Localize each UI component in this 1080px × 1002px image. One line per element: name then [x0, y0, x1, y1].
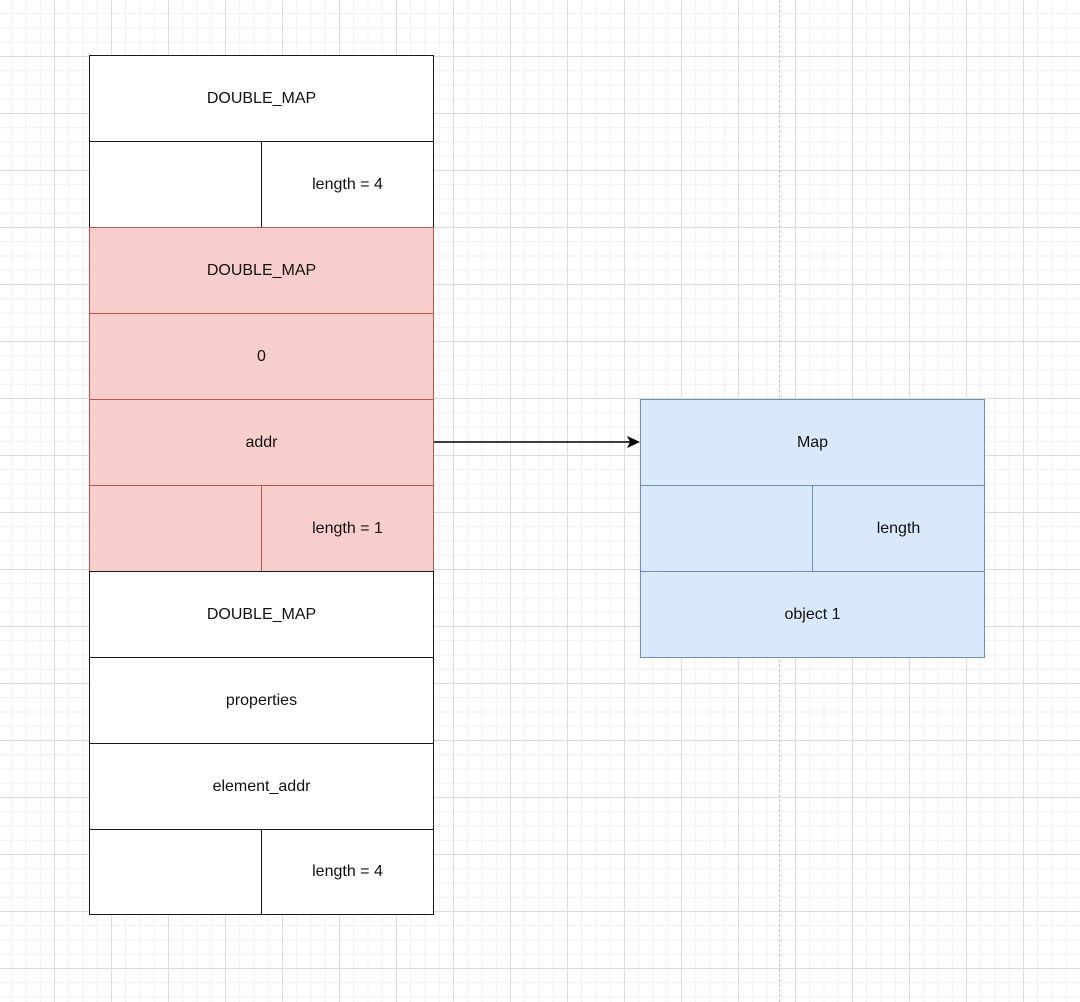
left-cell-length-4-top[interactable]: length = 4: [261, 141, 434, 228]
left-cell-double-map-fake[interactable]: DOUBLE_MAP: [89, 227, 434, 314]
left-cell-addr[interactable]: addr: [89, 399, 434, 486]
arrow-head-icon: [627, 436, 640, 448]
left-cell-length-1[interactable]: length = 1: [261, 485, 434, 572]
left-cell-zero[interactable]: 0: [89, 313, 434, 400]
left-cell-element-addr[interactable]: element_addr: [89, 743, 434, 830]
left-cell-empty-1[interactable]: [89, 141, 262, 228]
right-cell-object-1[interactable]: object 1: [640, 571, 985, 658]
left-cell-empty-3[interactable]: [89, 829, 262, 915]
left-cell-properties[interactable]: properties: [89, 657, 434, 744]
left-cell-empty-2[interactable]: [89, 485, 262, 572]
left-cell-double-map-header[interactable]: DOUBLE_MAP: [89, 55, 434, 142]
left-cell-double-map-object[interactable]: DOUBLE_MAP: [89, 571, 434, 658]
left-cell-length-4-bottom[interactable]: length = 4: [261, 829, 434, 915]
right-cell-map[interactable]: Map: [640, 399, 985, 486]
right-cell-empty[interactable]: [640, 485, 813, 572]
right-cell-length[interactable]: length: [812, 485, 985, 572]
